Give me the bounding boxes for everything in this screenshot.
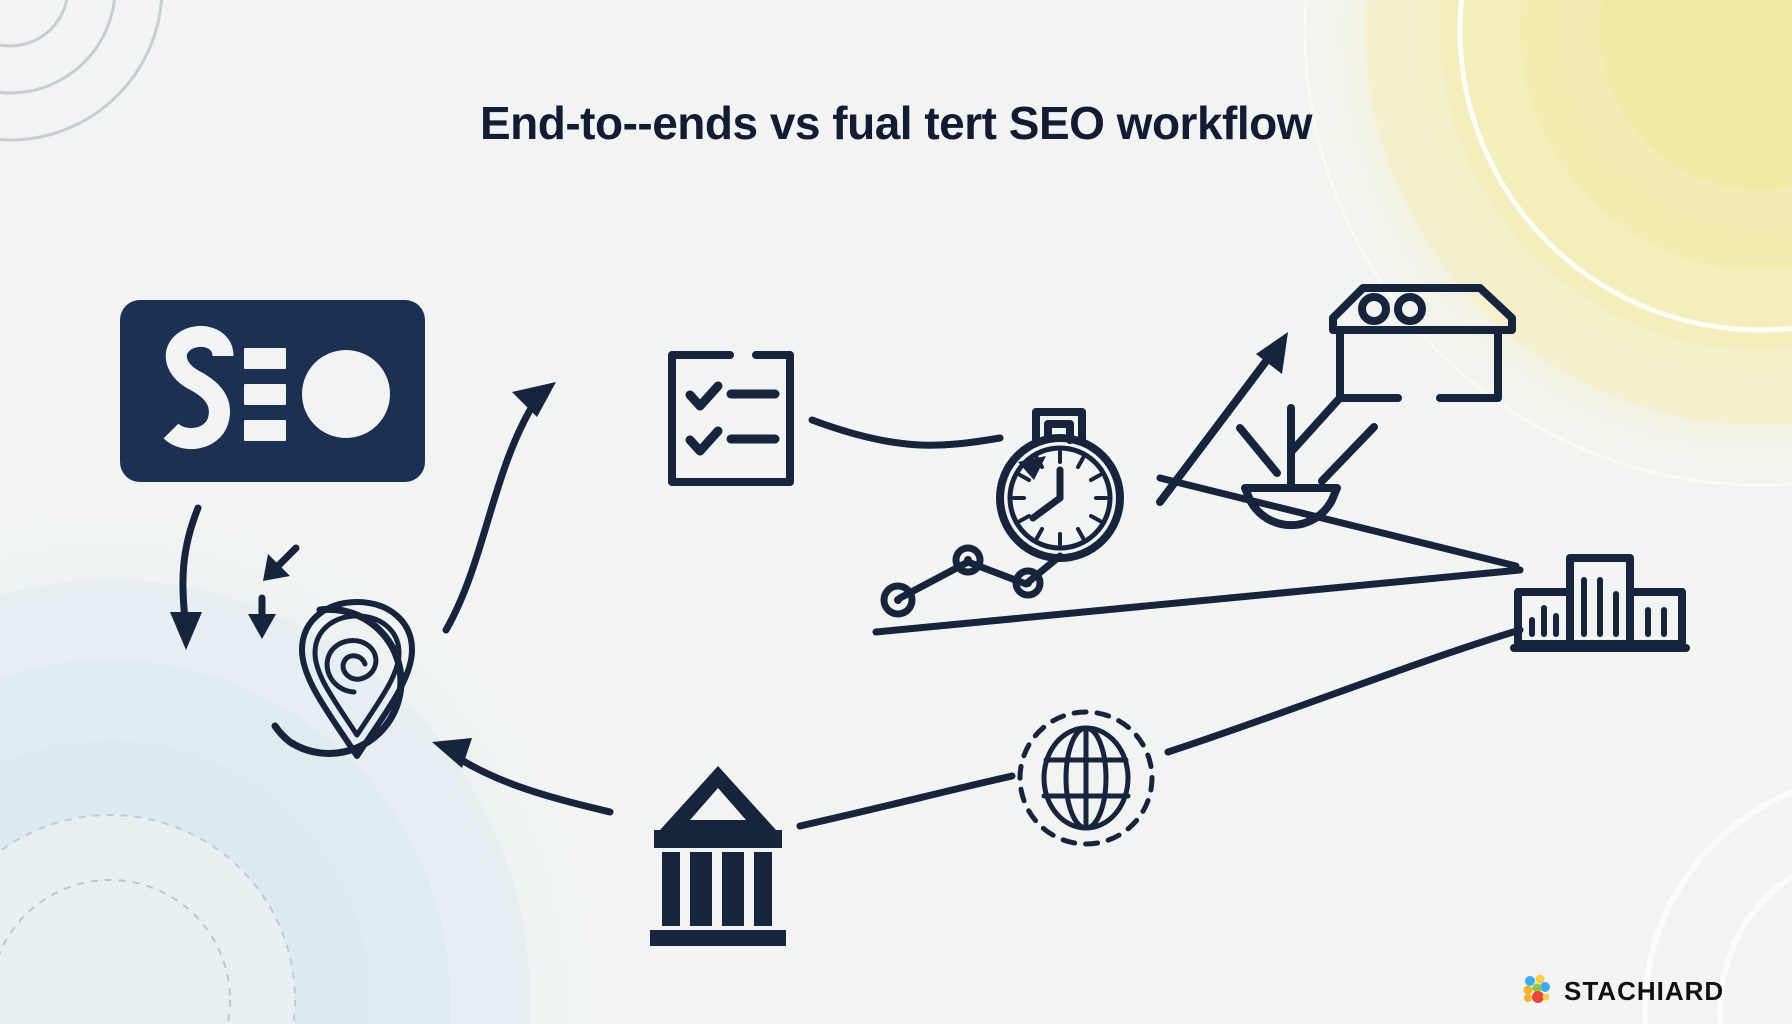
seo-letter-o [302, 350, 390, 438]
seo-badge [120, 300, 425, 482]
connector-pin-to-checklist [442, 382, 556, 634]
page-title: End-to--ends vs fual tert SEO workflow [479, 97, 1313, 149]
stopwatch-icon [996, 408, 1124, 562]
basket-icon [1236, 396, 1378, 530]
connector-bank-to-pin [432, 738, 614, 816]
connector-globe-to-podium [1164, 626, 1524, 756]
connector-checklist-to-stopwatch [808, 416, 1004, 449]
podium-icon [1510, 554, 1690, 652]
location-pin-icon [248, 544, 415, 759]
trend-line-icon [880, 544, 1064, 618]
pin-arrow-lower [248, 594, 276, 639]
seo-letter-s [163, 326, 234, 449]
connector-baseline [872, 566, 1524, 636]
checklist-icon [668, 351, 794, 486]
globe-icon [1017, 709, 1155, 847]
seo-letter-e [244, 348, 286, 441]
connector-bank-to-globe [796, 772, 1016, 830]
brand-mark-icon [1520, 972, 1554, 1011]
storefront-icon [1329, 284, 1516, 402]
growth-arrow-icon [1156, 332, 1288, 506]
connector-seo-to-pin [170, 504, 202, 650]
pin-arrow-upper [263, 544, 300, 581]
connector-diagonal [1156, 474, 1520, 570]
brand-name: STACHIARD [1564, 976, 1725, 1006]
bank-icon [650, 766, 786, 946]
brand-logo: STACHIARD [1520, 972, 1724, 1011]
